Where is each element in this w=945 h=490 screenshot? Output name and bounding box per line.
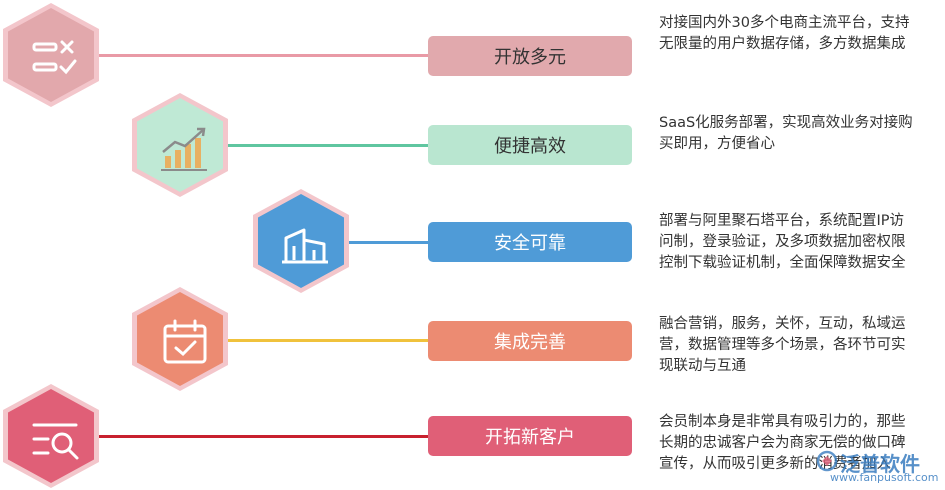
feature-row-open: 开放多元 对接国内外30多个电商主流平台，支持 无限量的用户数据存储，多方数据集… (0, 3, 945, 107)
hexagon-badge (132, 93, 228, 197)
bar-chart-trend-icon (161, 127, 207, 171)
connector-line (344, 241, 428, 244)
feature-title: 开放多元 (428, 36, 632, 76)
hexagon-badge (3, 384, 99, 488)
feature-row-efficient: 便捷高效 SaaS化服务部署，实现高效业务对接购 买即用，方便省心 (0, 93, 945, 197)
calendar-check-icon (163, 319, 207, 364)
feature-row-secure: 安全可靠 部署与阿里聚石塔平台，系统配置IP访 问制，登录验证，及多项数据加密权… (0, 189, 945, 293)
logo-icon (816, 450, 838, 472)
hexagon-badge (253, 189, 349, 293)
feature-row-integrated: 集成完善 融合营销，服务，关怀，互动，私域运 营，数据管理等多个场景，各环节可实… (0, 287, 945, 391)
hexagon-badge (132, 287, 228, 391)
checklist-icon (32, 40, 77, 75)
connector-line (220, 144, 428, 147)
watermark-title: 泛普软件 (840, 452, 920, 476)
feature-description: 部署与阿里聚石塔平台，系统配置IP访 问制，登录验证，及多项数据加密权限 控制下… (659, 213, 906, 271)
hexagon-badge (3, 3, 99, 107)
building-icon (282, 228, 328, 264)
watermark-logo: 泛普软件 www.fanpusoft.com (812, 448, 942, 488)
feature-title: 开拓新客户 (428, 416, 632, 456)
feature-title: 安全可靠 (428, 222, 632, 262)
watermark-url: www.fanpusoft.com (830, 471, 939, 484)
connector-line (92, 54, 428, 57)
feature-description: 对接国内外30多个电商主流平台，支持 无限量的用户数据存储，多方数据集成 (659, 15, 910, 52)
connector-line (92, 435, 428, 438)
feature-description: 融合营销，服务，关怀，互动，私域运 营，数据管理等多个场景，各环节可实 现联动与… (659, 316, 906, 374)
feature-description: SaaS化服务部署，实现高效业务对接购 买即用，方便省心 (659, 115, 913, 152)
feature-title: 集成完善 (428, 321, 632, 361)
search-list-icon (32, 423, 79, 460)
connector-line (220, 339, 428, 342)
feature-row-new-customers: 开拓新客户 会员制本身是非常具有吸引力的，那些 长期的忠诚客户会为商家无偿的做口… (0, 384, 945, 488)
feature-title: 便捷高效 (428, 125, 632, 165)
